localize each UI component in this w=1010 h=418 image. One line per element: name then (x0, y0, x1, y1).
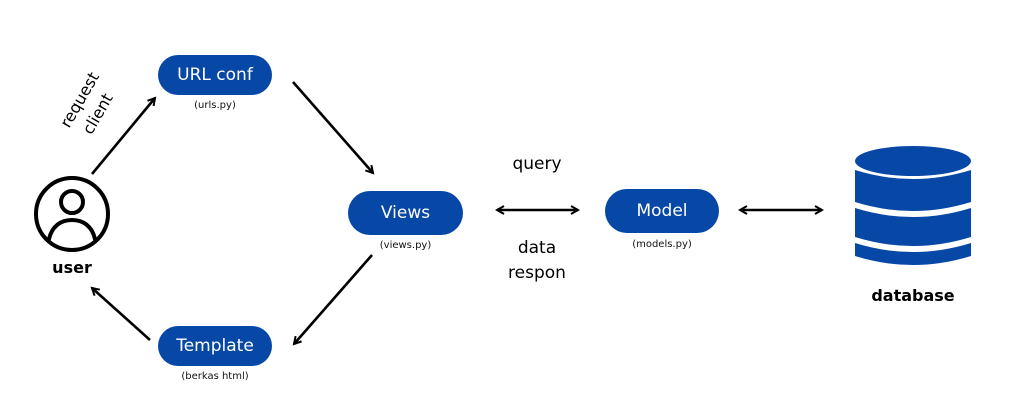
views-node[interactable]: Views (348, 191, 463, 235)
model-sub: (models.py) (632, 239, 692, 250)
arrow-urlconf-to-views (292, 81, 373, 173)
model-node[interactable]: Model (605, 189, 719, 233)
arrow-views-to-template (294, 254, 373, 344)
views-label: Views (380, 203, 431, 223)
url-conf-label: URL conf (177, 65, 253, 85)
template-node[interactable]: Template (158, 326, 272, 366)
template-sub: (berkas html) (181, 371, 249, 382)
respon-label: respon (508, 263, 566, 283)
user-label: user (52, 258, 92, 277)
arrow-template-to-user (92, 288, 151, 341)
model-label: Model (636, 201, 688, 221)
arrow-user-to-urlconf (90, 98, 155, 175)
views-sub: (views.py) (379, 240, 432, 251)
database-icon (855, 146, 971, 265)
database-label: database (871, 286, 955, 305)
data-label: data (517, 238, 557, 258)
url-conf-sub: (urls.py) (194, 100, 236, 111)
template-label: Template (176, 336, 254, 356)
url-conf-node[interactable]: URL conf (158, 55, 272, 95)
query-label: query (512, 154, 562, 174)
user-icon (34, 176, 110, 252)
